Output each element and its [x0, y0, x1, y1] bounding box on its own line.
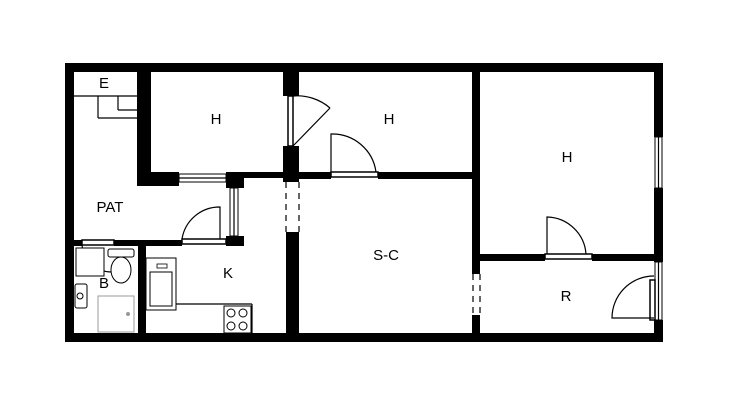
outer-walls: [65, 63, 663, 342]
door-storage: [611, 275, 656, 321]
room-label-bedroom-right: H: [562, 149, 573, 166]
room-label-entry: E: [99, 75, 109, 92]
room-labels: E H H H PAT B K S-C R: [97, 75, 573, 305]
kitchen-sink-icon: [145, 257, 177, 311]
fixtures: [74, 247, 253, 334]
door-hallway: [181, 206, 227, 245]
windows: [178, 136, 663, 321]
door-middle-bedroom-south: [330, 133, 379, 178]
door-middle-bedroom-west: [287, 95, 331, 147]
room-label-bedroom-left: H: [211, 111, 222, 128]
toilet-icon: [107, 248, 135, 284]
room-label-bathroom: B: [99, 275, 109, 292]
room-label-hallway: PAT: [97, 199, 124, 216]
room-label-storage: R: [561, 288, 572, 305]
interior-walls: [74, 72, 654, 337]
door-right-bedroom: [544, 216, 593, 260]
room-label-bedroom-middle: H: [384, 111, 395, 128]
shower-tray: [75, 247, 105, 277]
cooktop-icon: [223, 305, 252, 334]
washbasin-icon: [74, 283, 88, 309]
room-label-living-room: S-C: [373, 247, 399, 264]
room-label-kitchen: K: [223, 265, 233, 282]
doors: [81, 95, 656, 321]
